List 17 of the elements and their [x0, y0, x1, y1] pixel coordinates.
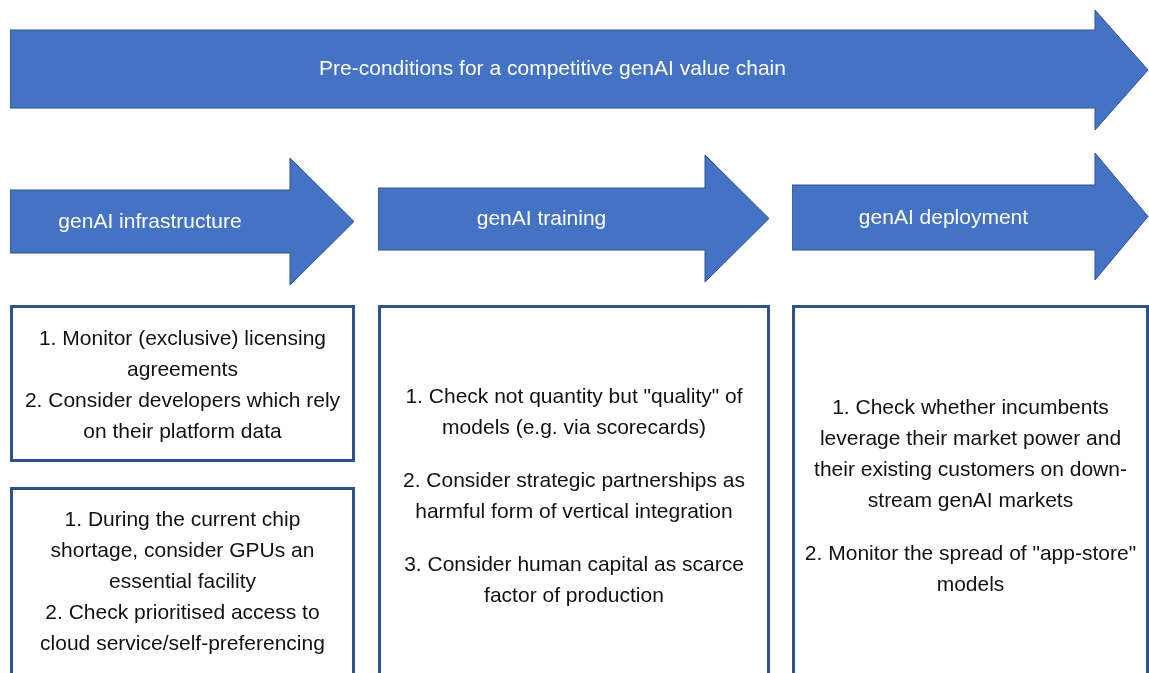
list-item-text: 1. Monitor (exclusive) licensing agreements — [37, 324, 328, 382]
banner-title: genAI infrastructure — [58, 208, 242, 233]
list-item-text: 1. Check not quantity but "quality" of models (e.g. via scorecards) — [404, 383, 744, 440]
list-item-text: 2. Check prioritised access to cloud service/self-preferencing — [39, 598, 326, 656]
list-item-text: 2. Monitor the spread of "app-store" models — [803, 540, 1138, 597]
banner-title: genAI training — [476, 206, 607, 230]
text-panel — [10, 305, 355, 462]
list-item-text: 1. Check whether incumbents leverage their market power and their existing customers on down-stream genAI markets — [813, 394, 1128, 513]
text-panel — [10, 487, 355, 673]
list-item-text: 1. During the current chip shortage, consider GPUs an essential facility — [49, 505, 316, 594]
banner-title: genAI deployment — [858, 204, 1029, 229]
text-panel — [792, 305, 1149, 673]
banner-title: Pre-conditions for a competitive genAI value chain — [319, 56, 786, 80]
list-item-text: 3. Consider human capital as scarce factor of production — [403, 551, 745, 608]
list-item-text: 2. Consider strategic partnerships as harmful form of vertical integration — [402, 467, 746, 524]
text-panel — [378, 305, 770, 673]
list-item-text: 2. Consider developers which rely on their platform data — [23, 386, 342, 444]
